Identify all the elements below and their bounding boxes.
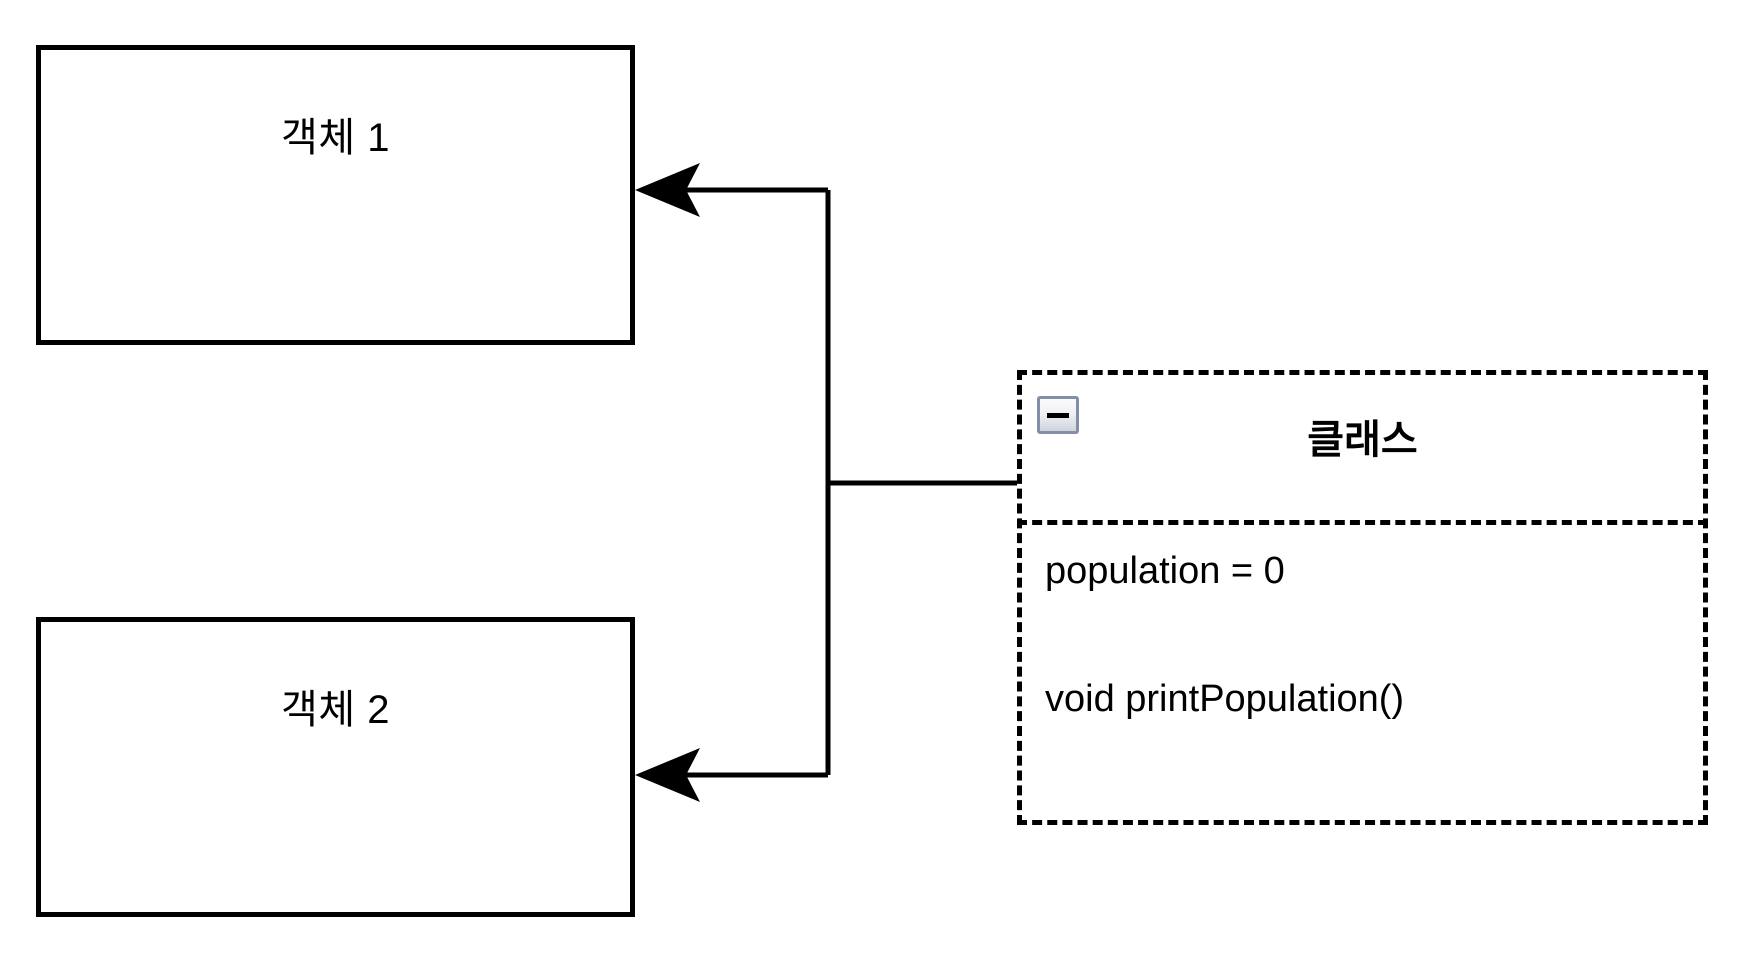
class-operation-row: void printPopulation() — [1045, 678, 1405, 720]
class-box-border-bottom — [1017, 820, 1708, 825]
object-box-1[interactable]: 객체 1 — [36, 45, 635, 345]
collapse-minus-icon[interactable] — [1037, 396, 1079, 434]
class-box-border-left — [1017, 370, 1022, 825]
object-box-1-label: 객체 1 — [281, 116, 390, 160]
class-header-compartment: 클래스 — [1017, 370, 1708, 520]
class-name-label: 클래스 — [1307, 418, 1418, 462]
class-box[interactable]: 클래스 population = 0 void printPopulation(… — [1017, 370, 1708, 825]
arrowhead-object-1 — [635, 163, 700, 217]
minus-glyph — [1047, 413, 1069, 418]
class-box-border-top — [1017, 370, 1708, 375]
object-box-2-label: 객체 2 — [281, 688, 390, 732]
arrowhead-object-2 — [635, 748, 700, 802]
class-compartment-divider — [1017, 520, 1708, 525]
object-box-2[interactable]: 객체 2 — [36, 617, 635, 917]
class-box-border-right — [1703, 370, 1708, 825]
class-attribute-row: population = 0 — [1045, 550, 1285, 592]
